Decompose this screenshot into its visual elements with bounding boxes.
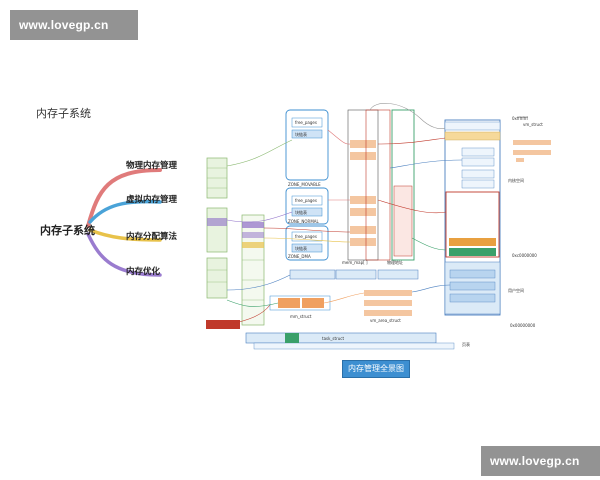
free-pages-label-2: free_pages — [295, 198, 317, 203]
diagram-caption: 内存管理全景图 — [342, 360, 410, 378]
mm-struct-label: mm_struct — [290, 314, 312, 319]
mid-addr-label: 0xc0000000 — [512, 253, 537, 258]
page-columns: mem_map[ ] 物理地址 — [342, 109, 415, 265]
left-stack — [206, 157, 265, 329]
mem-map-label: mem_map[ ] — [342, 260, 368, 265]
branch-allocation-algorithm: 内存分配算法 — [126, 232, 178, 242]
side-blocks — [513, 140, 551, 162]
connectors — [226, 103, 463, 325]
kernel-space-label: 内核空间 — [508, 177, 524, 183]
list-label-3: 块链表 — [295, 245, 307, 251]
user-space-label: 用户空间 — [508, 287, 524, 293]
address-space: 内核空间 用户空间 0xffffffff 0xc0000000 0x000000… — [444, 116, 543, 328]
low-addr-label: 0x00000000 — [510, 323, 536, 328]
page-title: 内存子系统 — [36, 107, 91, 120]
vma-rows: mm_struct vm_area_struct — [269, 269, 419, 323]
page-table-label: 页表 — [462, 341, 470, 347]
mindmap-curves — [86, 168, 162, 277]
zone-dma-label: ZONE_DMA — [288, 254, 311, 259]
task-struct-label: task_struct — [322, 336, 344, 341]
vm-struct-label: vm_struct — [523, 122, 543, 127]
bottom-bars: task_struct 页表 — [245, 332, 470, 350]
vm-area-struct-label: vm_area_struct — [370, 318, 401, 323]
free-pages-label-1: free_pages — [295, 120, 317, 125]
branch-physical-memory: 物理内存管理 — [126, 161, 178, 171]
physical-addr-label: 物理地址 — [387, 259, 403, 265]
zone-movable-label: ZONE_MOVABLE — [288, 182, 321, 187]
free-pages-label-3: free_pages — [295, 234, 317, 239]
mindmap-center: 内存子系统 — [40, 224, 95, 237]
list-label-2: 块链表 — [295, 209, 307, 215]
zone-normal-label: ZONE_NORMAL — [288, 219, 320, 224]
watermark-bottom: www.lovegp.cn — [481, 446, 600, 476]
branch-virtual-memory: 虚拟内存管理 — [126, 195, 178, 205]
zones: free_pages 块链表 ZONE_MOVABLE free_pages 块… — [285, 109, 329, 261]
list-label-1: 块链表 — [295, 131, 307, 137]
watermark-top: www.lovegp.cn — [10, 10, 138, 40]
high-addr-label: 0xffffffff — [512, 116, 528, 121]
branch-memory-optimization: 内存优化 — [126, 267, 161, 277]
